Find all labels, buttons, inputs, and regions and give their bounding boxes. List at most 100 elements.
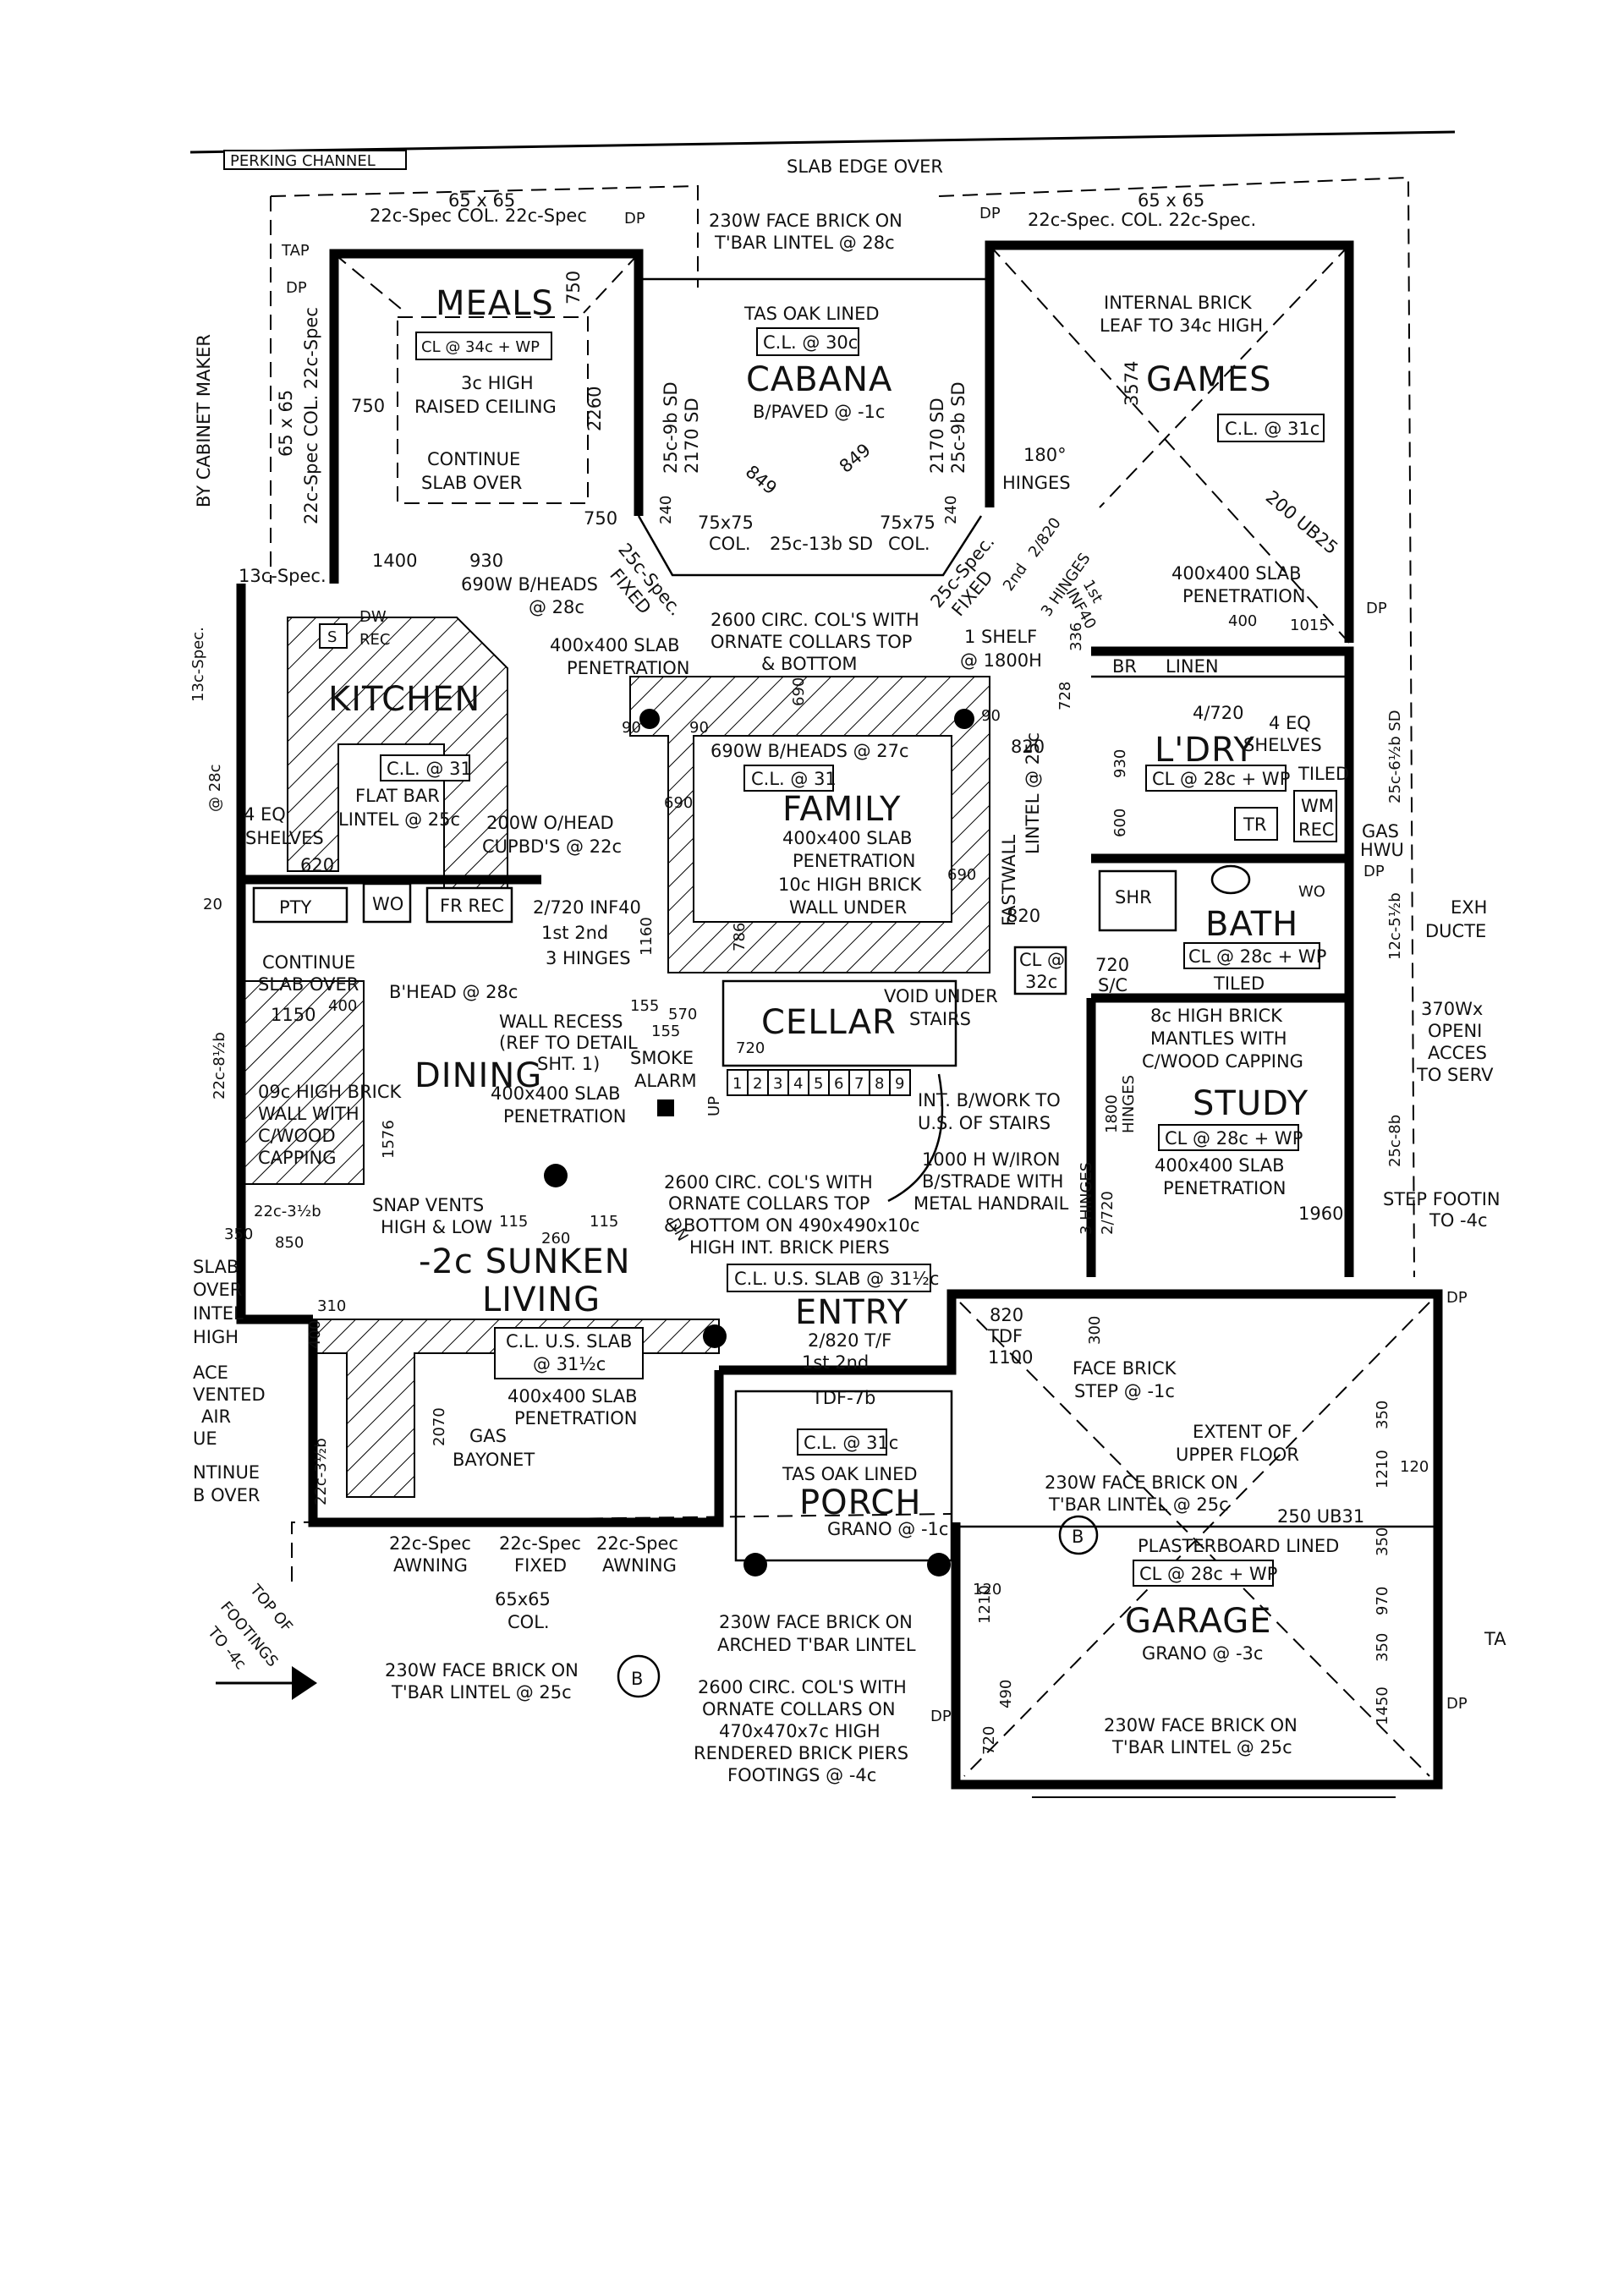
high-low: HIGH & LOW <box>381 1217 492 1237</box>
by-cabinet-maker: BY CABINET MAKER <box>194 334 214 507</box>
dining-bhead: B'HEAD @ 28c <box>389 982 518 1002</box>
left-vented: VENTED <box>193 1385 266 1405</box>
living-350: 350 <box>224 1226 253 1243</box>
games-ceiling-box <box>1217 414 1325 442</box>
living-115b: 115 <box>590 1213 618 1231</box>
ldry-room-label: L'DRY <box>1155 731 1255 770</box>
cabana-240-left: 240 <box>657 496 675 524</box>
hwu-label: HWU <box>1360 840 1404 860</box>
sheet-top-line <box>189 130 1456 154</box>
garage-350c: 350 <box>1374 1633 1391 1662</box>
meals-walls <box>329 249 644 584</box>
garage-face-2: T'BAR LINTEL @ 25c <box>1111 1737 1292 1757</box>
study-pen1: 400x400 SLAB <box>1155 1155 1285 1176</box>
games-3574: 3574 <box>1122 361 1142 406</box>
kitchen-lintel: LINTEL @ 25c <box>338 809 460 830</box>
study-ceiling-box <box>1158 1124 1299 1151</box>
one-shelf: 1 SHELF <box>964 627 1037 647</box>
study-1960: 1960 <box>1298 1204 1343 1224</box>
family-brick1: 10c HIGH BRICK <box>778 875 923 895</box>
garage-490: 490 <box>997 1680 1015 1708</box>
games-col-size: 65 x 65 <box>1138 190 1204 211</box>
wall-recess: WALL RECESS <box>499 1012 623 1032</box>
study-brick1: 8c HIGH BRICK <box>1150 1006 1283 1026</box>
face-left-2: T'BAR LINTEL @ 25c <box>391 1682 572 1703</box>
entry-slab-box <box>727 1264 931 1292</box>
wm-label: WM <box>1301 796 1334 816</box>
door-2720: 2/720 INF40 <box>533 897 641 918</box>
side-25c8: 25c-8b <box>1386 1115 1404 1167</box>
exh-label: EXH <box>1451 897 1487 918</box>
circ2-3: & BOTTOM ON 490x490x10c <box>664 1215 919 1236</box>
kitchen-pen2: PENETRATION <box>567 658 689 678</box>
cl32-a: CL @ <box>1019 950 1065 970</box>
ldry-door: 4/720 <box>1193 703 1244 723</box>
fr-rec-label: FR REC <box>440 896 504 916</box>
cabana-sd-right-2: 25c-9b SD <box>948 381 968 474</box>
cabana-240-right: 240 <box>942 496 960 524</box>
study-room-label: STUDY <box>1193 1084 1309 1123</box>
living-310: 310 <box>317 1297 346 1315</box>
cl32-b: 32c <box>1025 972 1057 992</box>
garage-diag-2 <box>963 1302 1430 1777</box>
roof-outline-right <box>938 176 1415 1278</box>
living-ceiling-box <box>494 1327 644 1379</box>
meals-ceiling: CL @ 34c + WP <box>421 338 540 356</box>
side-col-size: 65 x 65 <box>276 390 296 457</box>
door-1st2nd: 1st 2nd <box>541 923 608 943</box>
living-walls <box>308 1319 724 1527</box>
bath-wc: WO <box>1298 883 1325 901</box>
meals-col-size: 65 x 65 <box>448 190 515 211</box>
study-1800: 1800 <box>1103 1094 1121 1133</box>
shelf-height: @ 1800H <box>960 650 1042 671</box>
slab-400: 400 <box>1228 612 1257 630</box>
garage-room-label: GARAGE <box>1125 1602 1271 1641</box>
dw-label: DW <box>359 608 387 626</box>
dining-1576: 1576 <box>380 1120 398 1159</box>
garage-350a: 350 <box>1374 1401 1391 1429</box>
living-400: 400 <box>306 1320 324 1349</box>
living-sunken-label: -2c SUNKEN <box>419 1242 631 1281</box>
dim-336: 336 <box>1067 622 1085 651</box>
face-step-2: STEP @ -1c <box>1074 1381 1175 1401</box>
living-column-top <box>544 1164 568 1187</box>
cabana-ceiling: C.L. @ 30c <box>763 332 858 353</box>
cabana-paved: B/PAVED @ -1c <box>753 402 885 422</box>
ldry-930: 930 <box>1111 749 1129 778</box>
dp-hwu: DP <box>1363 863 1385 880</box>
entry-room-label: ENTRY <box>795 1293 908 1332</box>
circ2-2: ORNATE COLLARS TOP <box>668 1193 870 1214</box>
dim-155b: 155 <box>651 1023 680 1040</box>
meals-dim-750c: 750 <box>563 271 584 304</box>
living-115a: 115 <box>499 1213 528 1231</box>
col-75-left-b: COL. <box>709 534 751 554</box>
living-pen2: PENETRATION <box>514 1408 637 1428</box>
dp-top-right: DP <box>979 205 1001 222</box>
ta-label: TA <box>1484 1629 1506 1649</box>
garage-1210: 1210 <box>1374 1450 1391 1489</box>
bheads-690b: @ 28c <box>529 597 584 617</box>
stair-tread-number: 7 <box>854 1075 864 1093</box>
dim-728: 728 <box>1056 682 1074 710</box>
smoke: SMOKE <box>630 1048 694 1068</box>
piers-2: ORNATE COLLARS ON <box>702 1699 896 1719</box>
strade-1: 1000 H W/IRON <box>922 1149 1060 1170</box>
awning-l-1: 22c-Spec <box>389 1533 471 1554</box>
garage-1450: 1450 <box>1374 1686 1391 1725</box>
dp-right: DP <box>1366 600 1387 617</box>
dim-1400: 1400 <box>372 551 417 571</box>
dp-garage-left: DP <box>930 1708 952 1725</box>
living-top-wall <box>236 1184 313 1324</box>
dining-room-label: DINING <box>414 1056 542 1095</box>
meals-raised-ceiling <box>397 316 589 504</box>
awning-l-2: AWNING <box>393 1555 468 1576</box>
porch-box <box>734 1390 953 1562</box>
games-leaf: LEAF TO 34c HIGH <box>1100 315 1263 336</box>
strade-3: METAL HANDRAIL <box>914 1193 1069 1214</box>
wo-label: WO <box>372 894 403 914</box>
void-under: VOID UNDER <box>884 986 998 1006</box>
kitchen-cupbds: CUPBD'S @ 22c <box>482 836 622 857</box>
family-ceiling: C.L. @ 31 <box>751 769 837 789</box>
continue-2: CONTINUE <box>262 952 355 973</box>
